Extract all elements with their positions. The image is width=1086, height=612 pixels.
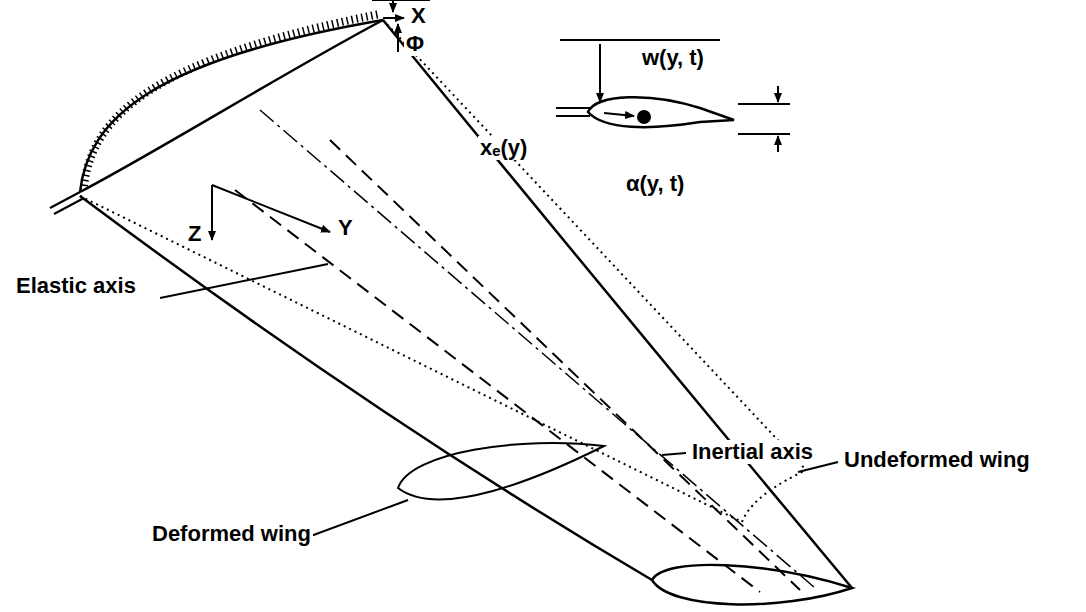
axis-lines	[50, 0, 815, 592]
figure-label: Undeformed wing	[842, 448, 1032, 472]
figure-label: Elastic axis	[14, 274, 138, 298]
figure-label: Φ	[404, 32, 426, 56]
wing-outline	[80, 14, 852, 604]
section-inset	[556, 40, 790, 152]
figure-label: α(y, t)	[624, 172, 686, 196]
figure-label: Deformed wing	[150, 522, 313, 546]
figure-label: xₑ(y)	[478, 136, 529, 160]
figure-label: Inertial axis	[690, 440, 815, 464]
figure-label: Y	[336, 216, 355, 240]
figure-label: Z	[186, 222, 203, 246]
figure-label: X	[409, 4, 428, 28]
leader-lines	[160, 264, 838, 540]
figure-label: w(y, t)	[640, 46, 706, 70]
